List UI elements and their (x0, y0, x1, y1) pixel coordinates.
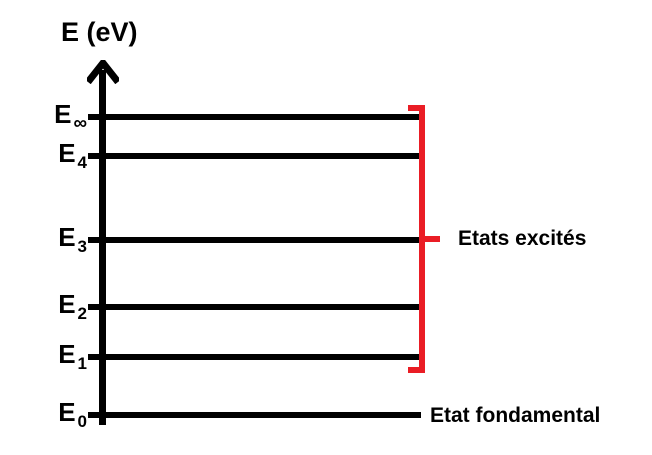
excited-states-label: Etats excités (458, 227, 587, 250)
level-label-e0-sub: 0 (77, 412, 87, 432)
level-label-e4-sub: 4 (77, 153, 87, 173)
level-label-e2-sub: 2 (77, 304, 87, 324)
up-arrow-icon (85, 57, 121, 85)
level-line-e0 (88, 412, 421, 418)
bracket-bottom-cap (408, 367, 425, 373)
axis-title: E (eV) (61, 17, 138, 47)
ground-state-label: Etat fondamental (430, 404, 601, 427)
level-label-e-inf-base: E (54, 99, 72, 129)
level-line-e1 (88, 354, 419, 360)
level-label-e3-base: E (58, 222, 76, 252)
level-label-e-inf-sub: ∞ (73, 113, 87, 135)
level-line-e3 (88, 237, 419, 243)
energy-axis (99, 70, 106, 425)
level-label-e0-base: E (58, 397, 76, 427)
level-line-e-inf (88, 114, 419, 120)
ground-state-dash (401, 412, 420, 418)
level-label-e-inf: E∞ (25, 101, 87, 133)
level-line-e4 (88, 153, 419, 159)
level-label-e2-base: E (58, 289, 76, 319)
level-label-e3-sub: 3 (77, 237, 87, 257)
level-label-e1-sub: 1 (77, 354, 87, 374)
bracket-label-tick (425, 236, 440, 242)
excited-states-bracket (419, 105, 425, 373)
level-label-e1-base: E (58, 339, 76, 369)
level-label-e4-base: E (58, 138, 76, 168)
bracket-top-cap (408, 105, 425, 111)
level-line-e2 (88, 304, 419, 310)
